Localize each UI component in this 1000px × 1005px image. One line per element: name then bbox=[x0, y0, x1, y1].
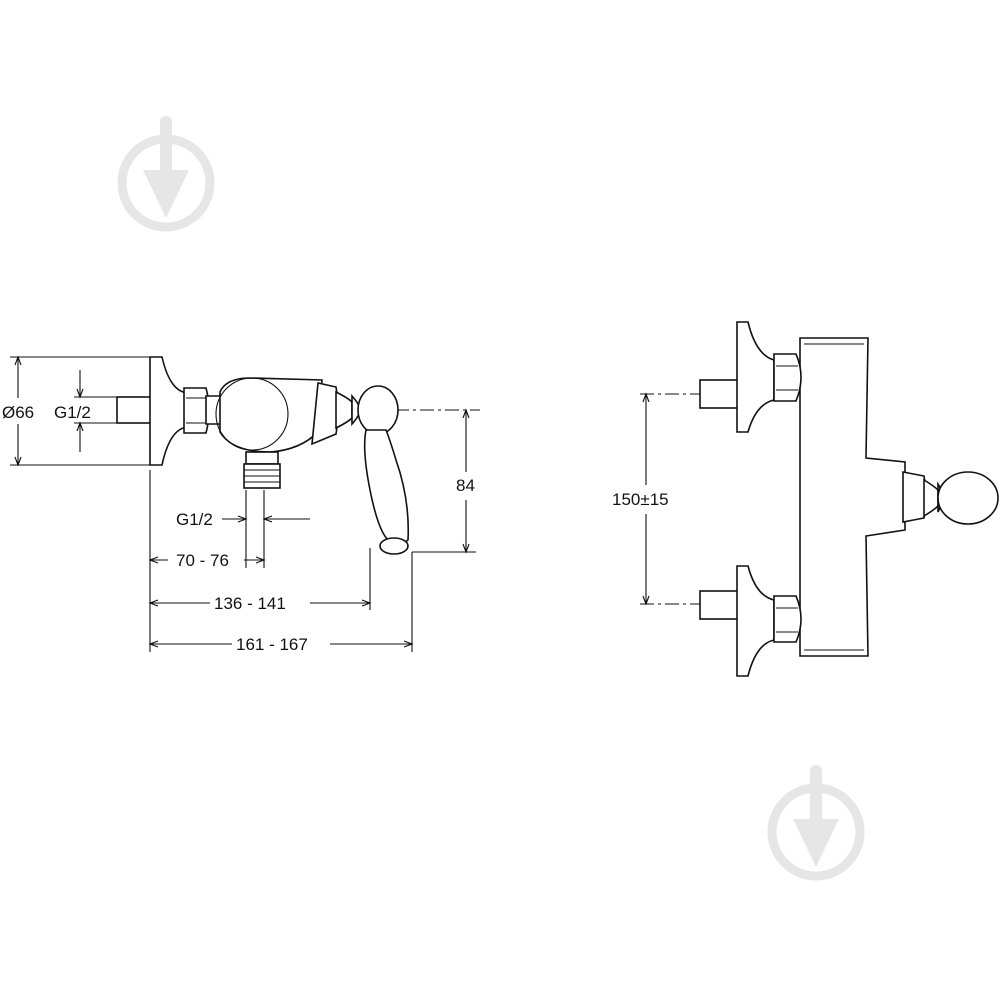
dim-outlet-thread-label: G1/2 bbox=[176, 510, 213, 529]
dim-total-depth-label: 161 - 167 bbox=[236, 635, 308, 654]
dim-outlet-offset-label: 70 - 76 bbox=[176, 551, 229, 570]
dim-inlet-spacing-label: 150±15 bbox=[612, 490, 669, 509]
watermark-drop-icon bbox=[767, 765, 865, 881]
side-view bbox=[10, 355, 480, 652]
dim-wall-diameter-label: Ø66 bbox=[2, 403, 34, 422]
front-view bbox=[640, 321, 999, 677]
watermark-drop-icon bbox=[117, 116, 215, 232]
dim-height-label: 84 bbox=[456, 476, 475, 495]
dim-inlet-thread-label: G1/2 bbox=[54, 403, 91, 422]
dim-handle-depth-label: 136 - 141 bbox=[214, 594, 286, 613]
